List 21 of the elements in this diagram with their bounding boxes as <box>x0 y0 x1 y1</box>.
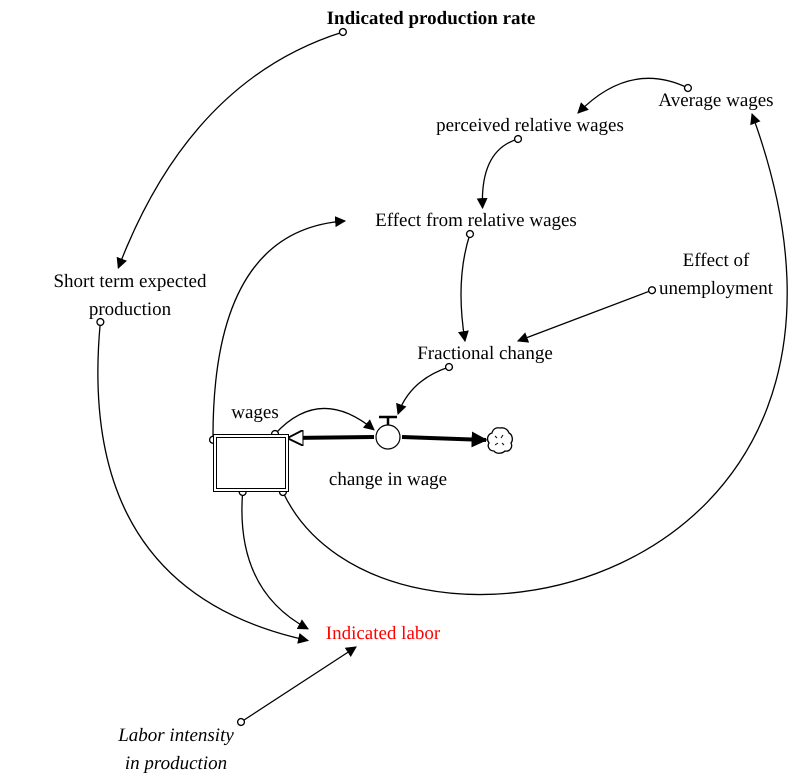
variable-label: Short term expected production <box>52 268 208 322</box>
variable-label: Average wages <box>641 88 791 114</box>
arrow <box>458 230 474 342</box>
arrow <box>476 134 522 210</box>
arrow <box>117 28 347 270</box>
arrow <box>208 216 346 444</box>
variable-label: Indicated labor <box>308 621 458 647</box>
flow-pipe <box>402 432 488 448</box>
arrow <box>396 362 454 416</box>
variable-label: Indicated production rate <box>316 6 546 32</box>
stock-label: wages <box>230 401 280 425</box>
flow-label: change in wage <box>328 468 448 492</box>
arrow <box>577 78 692 114</box>
arrow <box>236 646 357 726</box>
arrow <box>516 286 656 343</box>
variable-label: Fractional change <box>405 341 565 367</box>
variable-label: Effect of unemployment <box>652 247 780 301</box>
variable-label: Effect from relative wages <box>345 208 607 234</box>
variable-label: Labor intensity in production <box>111 722 241 776</box>
arrow <box>96 318 310 644</box>
variable-label: perceived relative wages <box>430 113 630 139</box>
